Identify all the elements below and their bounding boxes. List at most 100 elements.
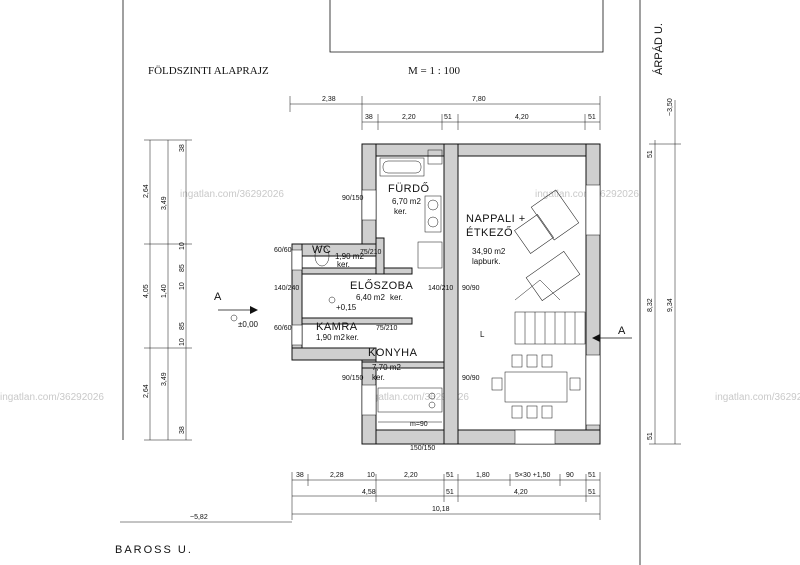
svg-text:KONYHA: KONYHA [368,347,418,359]
watermark: ingatlan.com/36292026 [0,392,104,403]
stairs [514,279,586,345]
dim-bottom-row2-2: 51 [446,489,454,496]
dim-left-outer-2: 4,05 [143,284,150,298]
dim-bottom-row2-4: 51 [588,489,596,496]
dim-bottom-1: 38 [296,472,304,479]
dim-left-inner-1: 38 [179,144,186,152]
svg-text:90/150: 90/150 [342,375,364,382]
dim-bottom-8: 90 [566,472,574,479]
svg-text:60/60: 60/60 [274,325,292,332]
dim-bottom-3: 10 [367,472,375,479]
room-furdo: FÜRDŐ 6,70 m2 ker. [388,181,430,216]
svg-text:KAMRA: KAMRA [316,321,358,333]
dim-left-mid-1: 3,49 [161,196,168,210]
dim-left-outer-1: 2,64 [143,184,150,198]
dim-bottom-row2-3: 4,20 [514,489,528,496]
kitchen-counter [377,387,443,423]
svg-text:60/60: 60/60 [274,247,292,254]
dim-left-inner-7: 38 [179,426,186,434]
dim-left-inner-4: 10 [179,282,186,290]
dim-top-detail-4: 4,20 [515,114,529,121]
svg-text:lapburk.: lapburk. [472,257,500,266]
label-m90: m=90 [410,421,428,428]
dim-top-detail-2: 2,20 [402,114,416,121]
dim-lines-bottom [120,472,601,523]
windows [291,184,601,445]
svg-text:ELŐSZOBA: ELŐSZOBA [350,278,413,292]
dim-bottom-6: 1,80 [476,472,490,479]
svg-text:+0,15: +0,15 [336,303,357,312]
dim-bottom-row2-1: 4,58 [362,489,376,496]
svg-text:6,70 m2: 6,70 m2 [392,197,421,206]
svg-text:ker.: ker. [372,373,385,382]
svg-text:WC: WC [312,244,331,256]
dim-bottom-row3: 10,18 [432,506,450,513]
dim-top-detail-5: 51 [588,114,596,121]
level-marker: ±0,00 [230,314,259,329]
dim-right-3: 8,32 [647,298,654,312]
svg-text:34,90 m2: 34,90 m2 [472,247,506,256]
opening-labels: 90/150 60/60 140/240 60/60 90/150 90/90 … [274,195,480,452]
dim-ticks-top [289,96,601,130]
dim-left-mid-2: 1,40 [161,284,168,298]
svg-text:90/150: 90/150 [342,195,364,202]
svg-text:90/90: 90/90 [462,285,480,292]
dim-right-2: 51 [647,150,654,158]
svg-text:75/210: 75/210 [360,249,382,256]
dim-left-inner-5: 85 [179,322,186,330]
room-wc: WC 1,90 m2 ker. [312,244,364,269]
svg-text:1,90 m2: 1,90 m2 [335,252,364,261]
room-eloszoba: ELŐSZOBA 6,40 m2 ker. [350,278,413,302]
section-marker-right: A [592,325,632,342]
dim-bottom-4: 2,20 [404,472,418,479]
level-marker-2: +0,15 [328,296,357,312]
svg-text:6,40 m2: 6,40 m2 [356,293,385,302]
dim-bottom-2: 2,28 [330,472,344,479]
dim-top-overall-1: 2,38 [322,96,336,103]
dim-left-inner-3: 85 [179,264,186,272]
dim-bottom-7: 5×30 +1,50 [515,472,551,479]
svg-text:90/90: 90/90 [462,375,480,382]
svg-text:A: A [214,291,222,303]
dim-right-4: 9,34 [667,298,674,312]
svg-text:1,90 m2: 1,90 m2 [316,333,345,342]
watermark: ingatlan.com/36292026 [715,392,800,403]
svg-text:7,70 m2: 7,70 m2 [372,363,401,372]
dim-top-detail-1: 38 [365,114,373,121]
neighbor-plot-outline [329,0,604,53]
dim-left-inner-2: 10 [179,242,186,250]
dim-left-outer-3: 2,64 [143,384,150,398]
dim-left-inner-6: 10 [179,338,186,346]
dim-right-1: ~3,50 [667,98,674,116]
svg-text:NAPPALI +: NAPPALI + [466,213,526,225]
room-kamra: KAMRA 1,90 m2 ker. [316,321,359,342]
dim-bottom-5: 51 [446,472,454,479]
dim-top-overall-2: 7,80 [472,96,486,103]
watermark: ingatlan.com/36292026 [180,189,284,200]
svg-text:ker.: ker. [337,260,350,269]
svg-text:75/210: 75/210 [376,325,398,332]
dim-bottom-row4: ~5,82 [190,514,208,521]
bathroom-fixtures [314,149,443,269]
svg-text:ker.: ker. [394,207,407,216]
svg-text:150/150: 150/150 [410,445,435,452]
svg-text:ker.: ker. [390,293,403,302]
street-baross: BAROSS U. [115,544,193,556]
section-marker-left: A [214,291,258,314]
svg-text:ker.: ker. [346,333,359,342]
svg-text:FÜRDŐ: FÜRDŐ [388,181,430,195]
dim-lines-left [144,139,192,441]
label-l: L [480,330,485,339]
plan-scale: M = 1 : 100 [408,65,461,77]
dim-right-5: 51 [647,432,654,440]
plan-title: FÖLDSZINTI ALAPRAJZ [148,65,269,77]
room-konyha: KONYHA 7,70 m2 ker. [368,347,418,382]
dim-left-mid-3: 3,49 [161,372,168,386]
svg-text:A: A [618,325,626,337]
living-furniture [491,189,581,419]
street-arpad: ÁRPÁD U. [652,23,665,75]
svg-text:±0,00: ±0,00 [238,320,259,329]
dim-bottom-9: 51 [588,472,596,479]
